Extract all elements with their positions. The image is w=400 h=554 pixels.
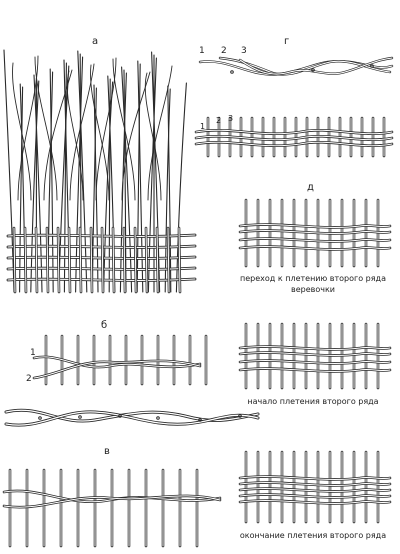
strand-number-1: 1 (199, 46, 205, 56)
panel-d-start-drawing (238, 322, 392, 390)
caption-transition-line1: переход к плетению второго ряда (240, 274, 386, 283)
strand-number-2: 2 (221, 46, 227, 56)
strand-number-3-bottom: 3 (228, 114, 234, 123)
panel-g-rope-drawing (194, 116, 394, 158)
panel-a-label: а (92, 36, 99, 47)
panel-d-transition-drawing (238, 198, 392, 268)
panel-b-label: б (101, 320, 108, 331)
strand-number-2-bottom: 2 (216, 116, 222, 125)
panel-v-label: в (104, 446, 110, 457)
caption-transition-line2: веревочки (290, 285, 335, 294)
strand-number-2-b: 2 (26, 374, 32, 384)
strand-number-3: 3 (241, 46, 247, 56)
panel-g-label: г (284, 36, 290, 47)
panel-d-end-drawing (238, 450, 392, 524)
panel-a-drawing (3, 49, 197, 294)
caption-end: окончание плетения второго ряда (239, 531, 387, 540)
panel-d-label: д (307, 182, 314, 193)
panel-b-rope-drawing (4, 408, 260, 427)
caption-start: начало плетения второго ряда (247, 397, 379, 406)
strand-number-1-bottom: 1 (200, 122, 206, 131)
strand-number-1-b: 1 (30, 348, 36, 358)
panel-b-drawing (32, 334, 208, 386)
panel-v-drawing (2, 468, 222, 548)
panel-g-twist-drawing (198, 56, 394, 76)
